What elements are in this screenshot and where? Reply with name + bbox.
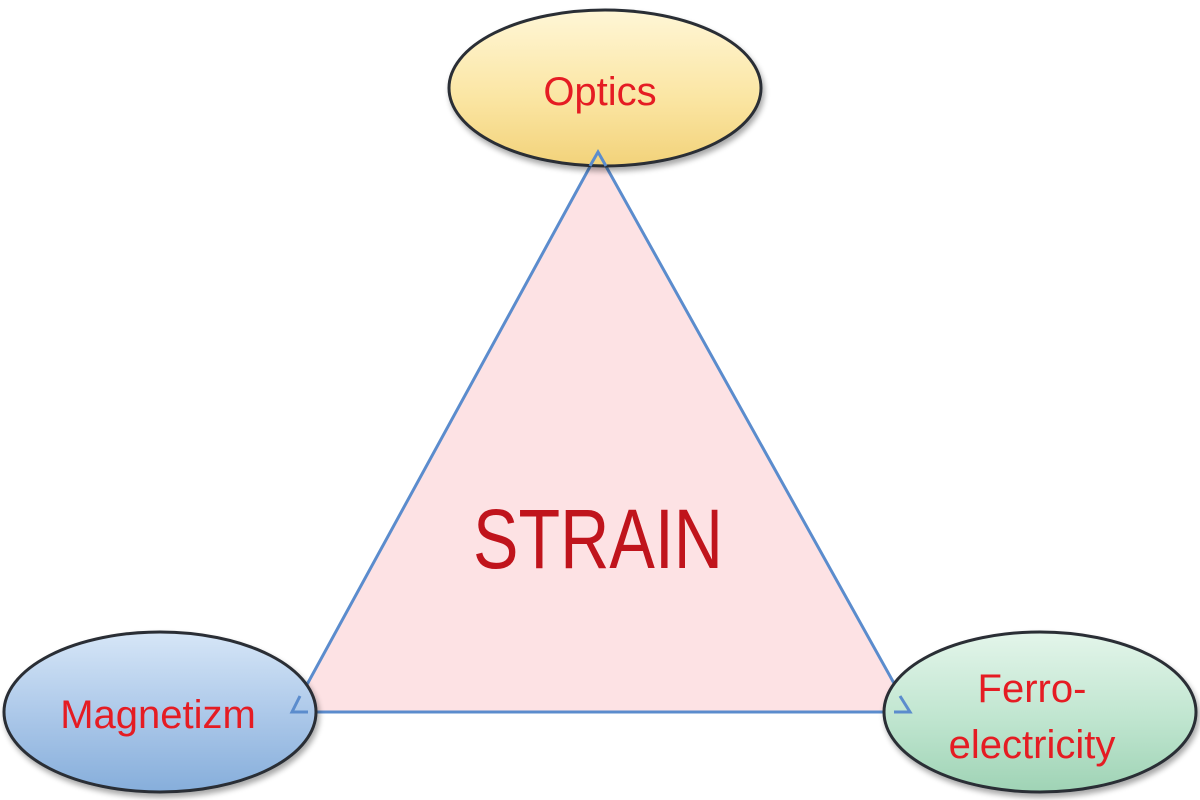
optics-label: Optics — [543, 70, 656, 114]
triangle-corner-right — [894, 695, 913, 714]
ferroelectricity-label-line1: Ferro- — [978, 667, 1087, 711]
center-label: STRAIN — [473, 492, 723, 586]
strain-triangle — [289, 148, 913, 714]
magnetism-label: Magnetizm — [60, 693, 256, 737]
magnetism-ellipse — [2, 630, 318, 794]
ferroelectricity-label-line2: electricity — [949, 723, 1116, 767]
magnetism-node — [2, 630, 318, 794]
triangle-corner-left — [289, 695, 308, 714]
triangle-corner-top — [588, 148, 608, 167]
ferroelectricity-ellipse — [882, 630, 1198, 794]
ferroelectricity-node — [882, 630, 1198, 794]
